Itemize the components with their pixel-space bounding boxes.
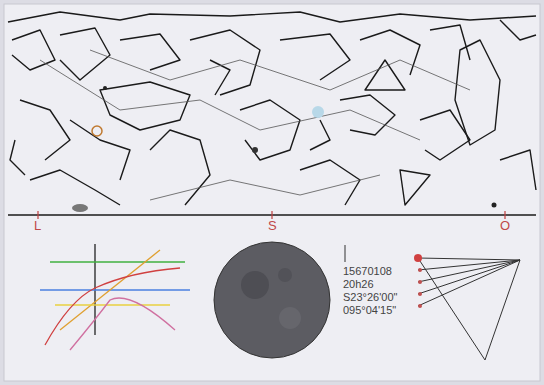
direction-letter: O xyxy=(500,219,510,232)
longitude-value: 095°04'15" xyxy=(343,305,396,316)
map-symbols xyxy=(72,86,497,212)
direction-letter: S xyxy=(268,219,277,232)
constellation-lines xyxy=(8,12,536,215)
faint-lines xyxy=(40,50,470,200)
sight-triangle xyxy=(418,258,520,360)
latitude-value: S23°26'00" xyxy=(343,292,397,303)
date-code: 15670108 xyxy=(343,266,392,277)
lunar-disc xyxy=(214,242,330,358)
sight-points xyxy=(414,254,422,308)
direction-letter: L xyxy=(34,219,41,232)
coordinate-diagram xyxy=(40,244,190,350)
pointer xyxy=(345,245,346,262)
paper xyxy=(4,4,540,381)
horizon-ticks xyxy=(38,211,505,219)
time-value: 20h26 xyxy=(343,279,374,290)
